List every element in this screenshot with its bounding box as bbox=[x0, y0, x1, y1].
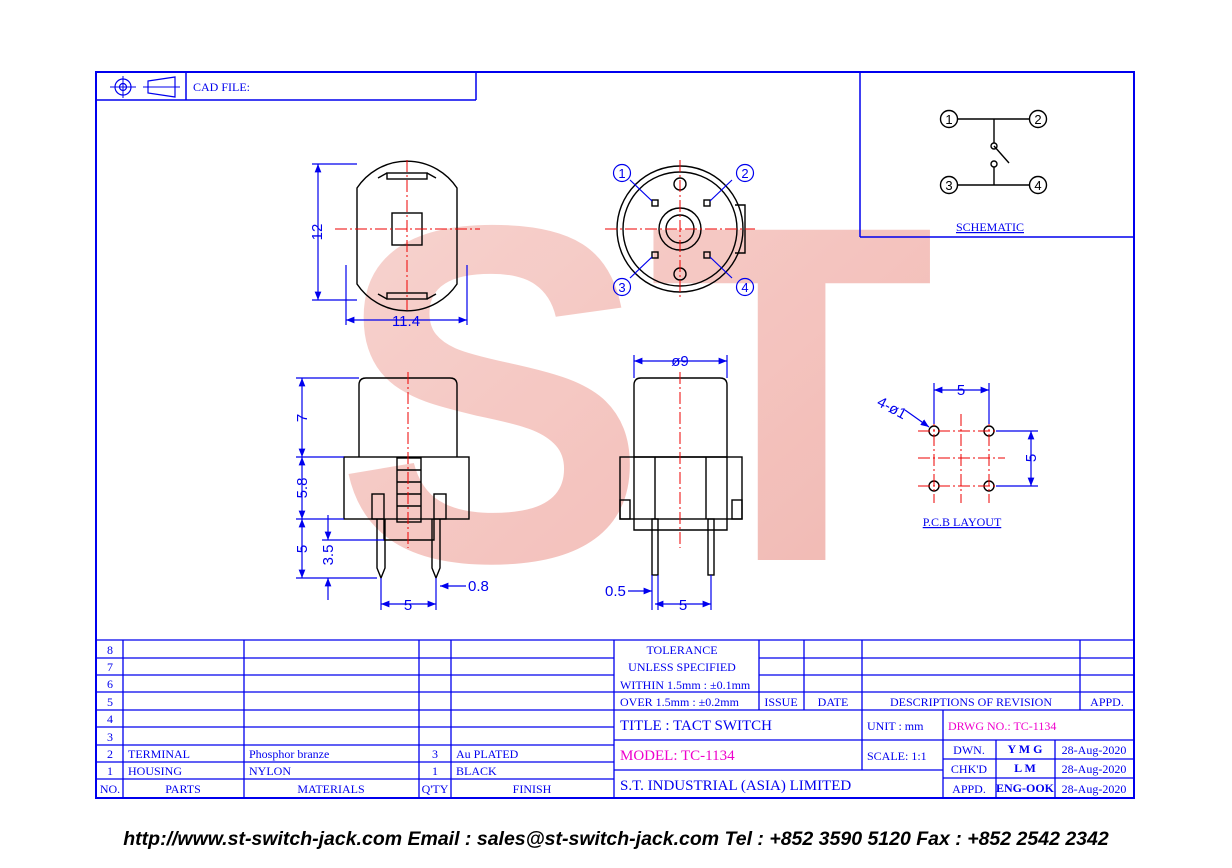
dim-top-height: 12 bbox=[309, 224, 326, 241]
drawing-frame bbox=[95, 71, 1135, 799]
title-block: TOLERANCE UNLESS SPECIFIED WITHIN 1.5mm … bbox=[614, 639, 1134, 798]
bom-row-number-4: 4 bbox=[107, 712, 113, 726]
chkd-label: CHK'D bbox=[951, 762, 987, 776]
side-view-right: ø9 0.5 5 bbox=[605, 353, 743, 614]
watermark-text: ST bbox=[335, 125, 935, 662]
appd-date: 28-Aug-2020 bbox=[1062, 782, 1127, 796]
bom-row-material: Phosphor branze bbox=[249, 747, 329, 761]
schematic-pin-2: 2 bbox=[1028, 109, 1048, 129]
dim-pin-offset: 3.5 bbox=[320, 545, 337, 566]
top-view-pin-3: 3 bbox=[612, 277, 632, 297]
schematic-pin-3: 3 bbox=[939, 175, 959, 195]
bom-header-parts: PARTS bbox=[165, 782, 201, 796]
pcb-layout-label: P.C.B LAYOUT bbox=[923, 515, 1002, 529]
company-name: S.T. INDUSTRIAL (ASIA) LIMITED bbox=[620, 778, 851, 794]
tolerance-within: WITHIN 1.5mm : ±0.1mm bbox=[620, 678, 751, 692]
pcb-layout: 5 5 4-ø1 P.C.B LAYOUT bbox=[874, 382, 1040, 529]
bom-header-materials: MATERIALS bbox=[297, 782, 364, 796]
top-view-pin-2: 2 bbox=[735, 163, 755, 183]
top-view-pin-4: 4 bbox=[735, 277, 755, 297]
schematic-label: SCHEMATIC bbox=[956, 220, 1024, 234]
appd-name: ENG-OOK bbox=[996, 781, 1055, 795]
schematic-pin-4: 4 bbox=[1028, 175, 1048, 195]
bom-row-number-7: 7 bbox=[107, 660, 113, 674]
dim-top-width: 11.4 bbox=[392, 313, 420, 330]
schematic-pin-2-label: 2 bbox=[1034, 112, 1041, 127]
bom-table: 8 7 6 5 4 3 2 TERMINAL Phosphor branze 3… bbox=[96, 639, 615, 798]
drawing-number: DRWG NO.: TC-1134 bbox=[948, 719, 1056, 733]
projection-symbol-icon bbox=[110, 76, 180, 98]
pcb-pitch-y: 5 bbox=[1023, 454, 1040, 462]
dim-body-height: 5.8 bbox=[294, 478, 311, 499]
bom-row-number-5: 5 bbox=[107, 695, 113, 709]
contact-footer: http://www.st-switch-jack.com Email : sa… bbox=[123, 828, 1109, 850]
schematic-panel: 1 2 3 4 SCHEMATIC bbox=[859, 72, 1134, 238]
bom-row-no: 2 bbox=[107, 747, 113, 761]
bom-row-material: NYLON bbox=[249, 764, 291, 778]
cad-file-label: CAD FILE: bbox=[193, 80, 250, 94]
side-view-left: 7 5.8 5 3.5 5 0.8 bbox=[294, 372, 489, 614]
bom-row-qty: 3 bbox=[432, 747, 438, 761]
dim-pin-thickness: 0.5 bbox=[605, 583, 626, 600]
dim-cap-diameter: ø9 bbox=[671, 353, 689, 370]
schematic-pin-1: 1 bbox=[939, 109, 959, 129]
table-row: 2 TERMINAL Phosphor branze 3 Au PLATED bbox=[107, 747, 519, 761]
top-view-pin-1-label: 1 bbox=[618, 166, 625, 181]
top-view-pin-4-label: 4 bbox=[741, 280, 748, 295]
bom-row-finish: Au PLATED bbox=[456, 747, 519, 761]
bom-row-number-6: 6 bbox=[107, 677, 113, 691]
dim-pin-length: 5 bbox=[294, 545, 311, 553]
revision-date-header: DATE bbox=[818, 695, 849, 709]
revision-issue-header: ISSUE bbox=[764, 695, 797, 709]
top-view-pin-2-label: 2 bbox=[741, 166, 748, 181]
drawing-title: TITLE : TACT SWITCH bbox=[620, 718, 772, 734]
table-row: 1 HOUSING NYLON 1 BLACK bbox=[107, 764, 497, 778]
chkd-name: L M bbox=[1014, 761, 1036, 775]
top-view-right: 1 2 3 4 bbox=[605, 160, 755, 298]
dim-pin-pitch-front: 5 bbox=[679, 597, 687, 614]
dwn-name: Y M G bbox=[1008, 742, 1043, 756]
bom-row-part: TERMINAL bbox=[128, 747, 190, 761]
drawing-scale: SCALE: 1:1 bbox=[867, 749, 927, 763]
schematic-pin-3-label: 3 bbox=[945, 178, 952, 193]
schematic-pin-4-label: 4 bbox=[1034, 178, 1041, 193]
top-view-pin-1: 1 bbox=[612, 163, 632, 183]
bom-row-number-3: 3 bbox=[107, 730, 113, 744]
bom-row-finish: BLACK bbox=[456, 764, 497, 778]
bom-row-qty: 1 bbox=[432, 764, 438, 778]
model-number: MODEL: TC-1134 bbox=[620, 748, 735, 764]
drawing-unit: UNIT : mm bbox=[867, 719, 924, 733]
tolerance-over: OVER 1.5mm : ±0.2mm bbox=[620, 695, 740, 709]
dim-cap-height: 7 bbox=[294, 414, 311, 422]
revision-appd-header: APPD. bbox=[1090, 695, 1124, 709]
pcb-pitch-x: 5 bbox=[957, 382, 965, 399]
bom-header-no: NO. bbox=[100, 782, 120, 796]
dim-pin-pitch-side: 5 bbox=[404, 597, 412, 614]
chkd-date: 28-Aug-2020 bbox=[1062, 762, 1127, 776]
dim-pin-width: 0.8 bbox=[468, 578, 489, 595]
revision-descriptions-header: DESCRIPTIONS OF REVISION bbox=[890, 695, 1052, 709]
top-view-pin-3-label: 3 bbox=[618, 280, 625, 295]
tolerance-title: TOLERANCE bbox=[646, 643, 717, 657]
dwn-date: 28-Aug-2020 bbox=[1062, 743, 1127, 757]
bom-row-no: 1 bbox=[107, 764, 113, 778]
top-view-left: 12 11.4 bbox=[309, 160, 480, 330]
bom-header-finish: FINISH bbox=[513, 782, 552, 796]
dwn-label: DWN. bbox=[953, 743, 985, 757]
st-watermark-logo: ST bbox=[335, 125, 935, 662]
tolerance-subtitle: UNLESS SPECIFIED bbox=[628, 660, 736, 674]
schematic-pin-1-label: 1 bbox=[945, 112, 952, 127]
cad-file-header: CAD FILE: bbox=[96, 72, 477, 101]
bom-row-part: HOUSING bbox=[128, 764, 182, 778]
appd-label: APPD. bbox=[952, 782, 986, 796]
bom-row-number-8: 8 bbox=[107, 643, 113, 657]
bom-header-qty: Q'TY bbox=[422, 782, 449, 796]
